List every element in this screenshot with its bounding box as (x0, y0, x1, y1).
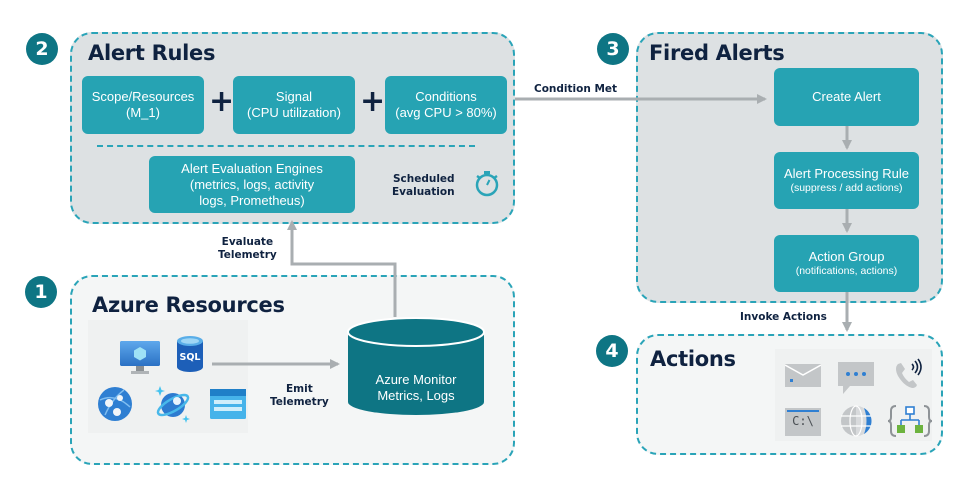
create-alert-label: Create Alert (812, 89, 881, 104)
app-service-icon (98, 387, 132, 421)
engines-detail-2: logs, Prometheus) (199, 192, 305, 208)
scope-label: Scope/Resources (91, 89, 195, 104)
sms-icon (838, 362, 874, 394)
signal-label: Signal (275, 89, 313, 104)
sql-database-icon: SQL (177, 336, 203, 372)
engines-detail-1: (metrics, logs, activity (189, 176, 315, 192)
azure-resources-title: Azure Resources (92, 293, 285, 317)
signal-box[interactable]: Signal (CPU utilization) (233, 76, 355, 134)
emit-telemetry-label: Emit Telemetry (270, 383, 329, 409)
conditions-box[interactable]: Conditions (avg CPU > 80%) (385, 76, 507, 134)
emit-line1: Emit (285, 383, 313, 395)
azure-monitor-label: Azure Monitor Metrics, Logs (346, 372, 486, 404)
evaluate-telemetry-label: Evaluate Telemetry (218, 236, 277, 262)
plus-sign-1: + (209, 84, 235, 119)
scope-value: (M_1) (126, 105, 160, 120)
action-group-box[interactable]: Action Group (notifications, actions) (774, 235, 919, 292)
azure-monitor-line1: Azure Monitor (375, 372, 457, 387)
emit-line2: Telemetry (270, 396, 329, 408)
automation-runbook-icon (785, 408, 821, 436)
processing-rule-detail: (suppress / add actions) (790, 182, 903, 194)
azure-monitor-line2: Metrics, Logs (377, 388, 455, 403)
runbook-text: C:\ (792, 414, 814, 428)
stopwatch-icon (475, 171, 499, 197)
alert-rules-title: Alert Rules (88, 41, 216, 65)
signal-value: (CPU utilization) (247, 105, 341, 120)
scope-resources-box[interactable]: Scope/Resources (M_1) (82, 76, 204, 134)
fired-alerts-title: Fired Alerts (649, 41, 785, 65)
storage-icon (210, 389, 246, 419)
logic-app-icon (888, 405, 932, 437)
scheduled-line1: Scheduled (392, 173, 455, 185)
virtual-machine-icon (120, 341, 160, 374)
azure-monitor-store[interactable] (346, 316, 486, 416)
processing-rule-label: Alert Processing Rule (784, 166, 909, 181)
evaluate-line1: Evaluate (221, 236, 274, 248)
engines-label: Alert Evaluation Engines (181, 160, 323, 176)
alert-evaluation-engines-box[interactable]: Alert Evaluation Engines (metrics, logs,… (149, 156, 355, 213)
condition-met-label: Condition Met (534, 83, 618, 95)
section-divider (97, 145, 475, 147)
svg-text:SQL: SQL (180, 352, 201, 363)
scheduled-evaluation-label: Scheduled Evaluation (392, 173, 455, 199)
invoke-actions-label: Invoke Actions (740, 311, 827, 323)
cosmos-db-icon (155, 386, 190, 423)
step-badge-2: 2 (26, 33, 58, 65)
voice-call-icon (896, 358, 922, 388)
plus-sign-2: + (360, 84, 386, 119)
scheduled-line2: Evaluation (392, 186, 455, 198)
step-badge-4: 4 (596, 335, 628, 367)
conditions-label: Conditions (415, 89, 477, 104)
step-badge-1: 1 (25, 276, 57, 308)
action-group-label: Action Group (808, 249, 885, 264)
conditions-value: (avg CPU > 80%) (395, 105, 497, 120)
evaluate-line2: Telemetry (218, 249, 277, 261)
step-badge-3: 3 (597, 33, 629, 65)
webhook-icon (841, 405, 872, 437)
actions-title: Actions (650, 347, 736, 371)
action-group-detail: (notifications, actions) (795, 265, 898, 277)
email-icon (785, 364, 821, 387)
alert-processing-rule-box[interactable]: Alert Processing Rule (suppress / add ac… (774, 152, 919, 209)
create-alert-box[interactable]: Create Alert (774, 68, 919, 126)
evaluate-telemetry-arrow (287, 220, 397, 317)
